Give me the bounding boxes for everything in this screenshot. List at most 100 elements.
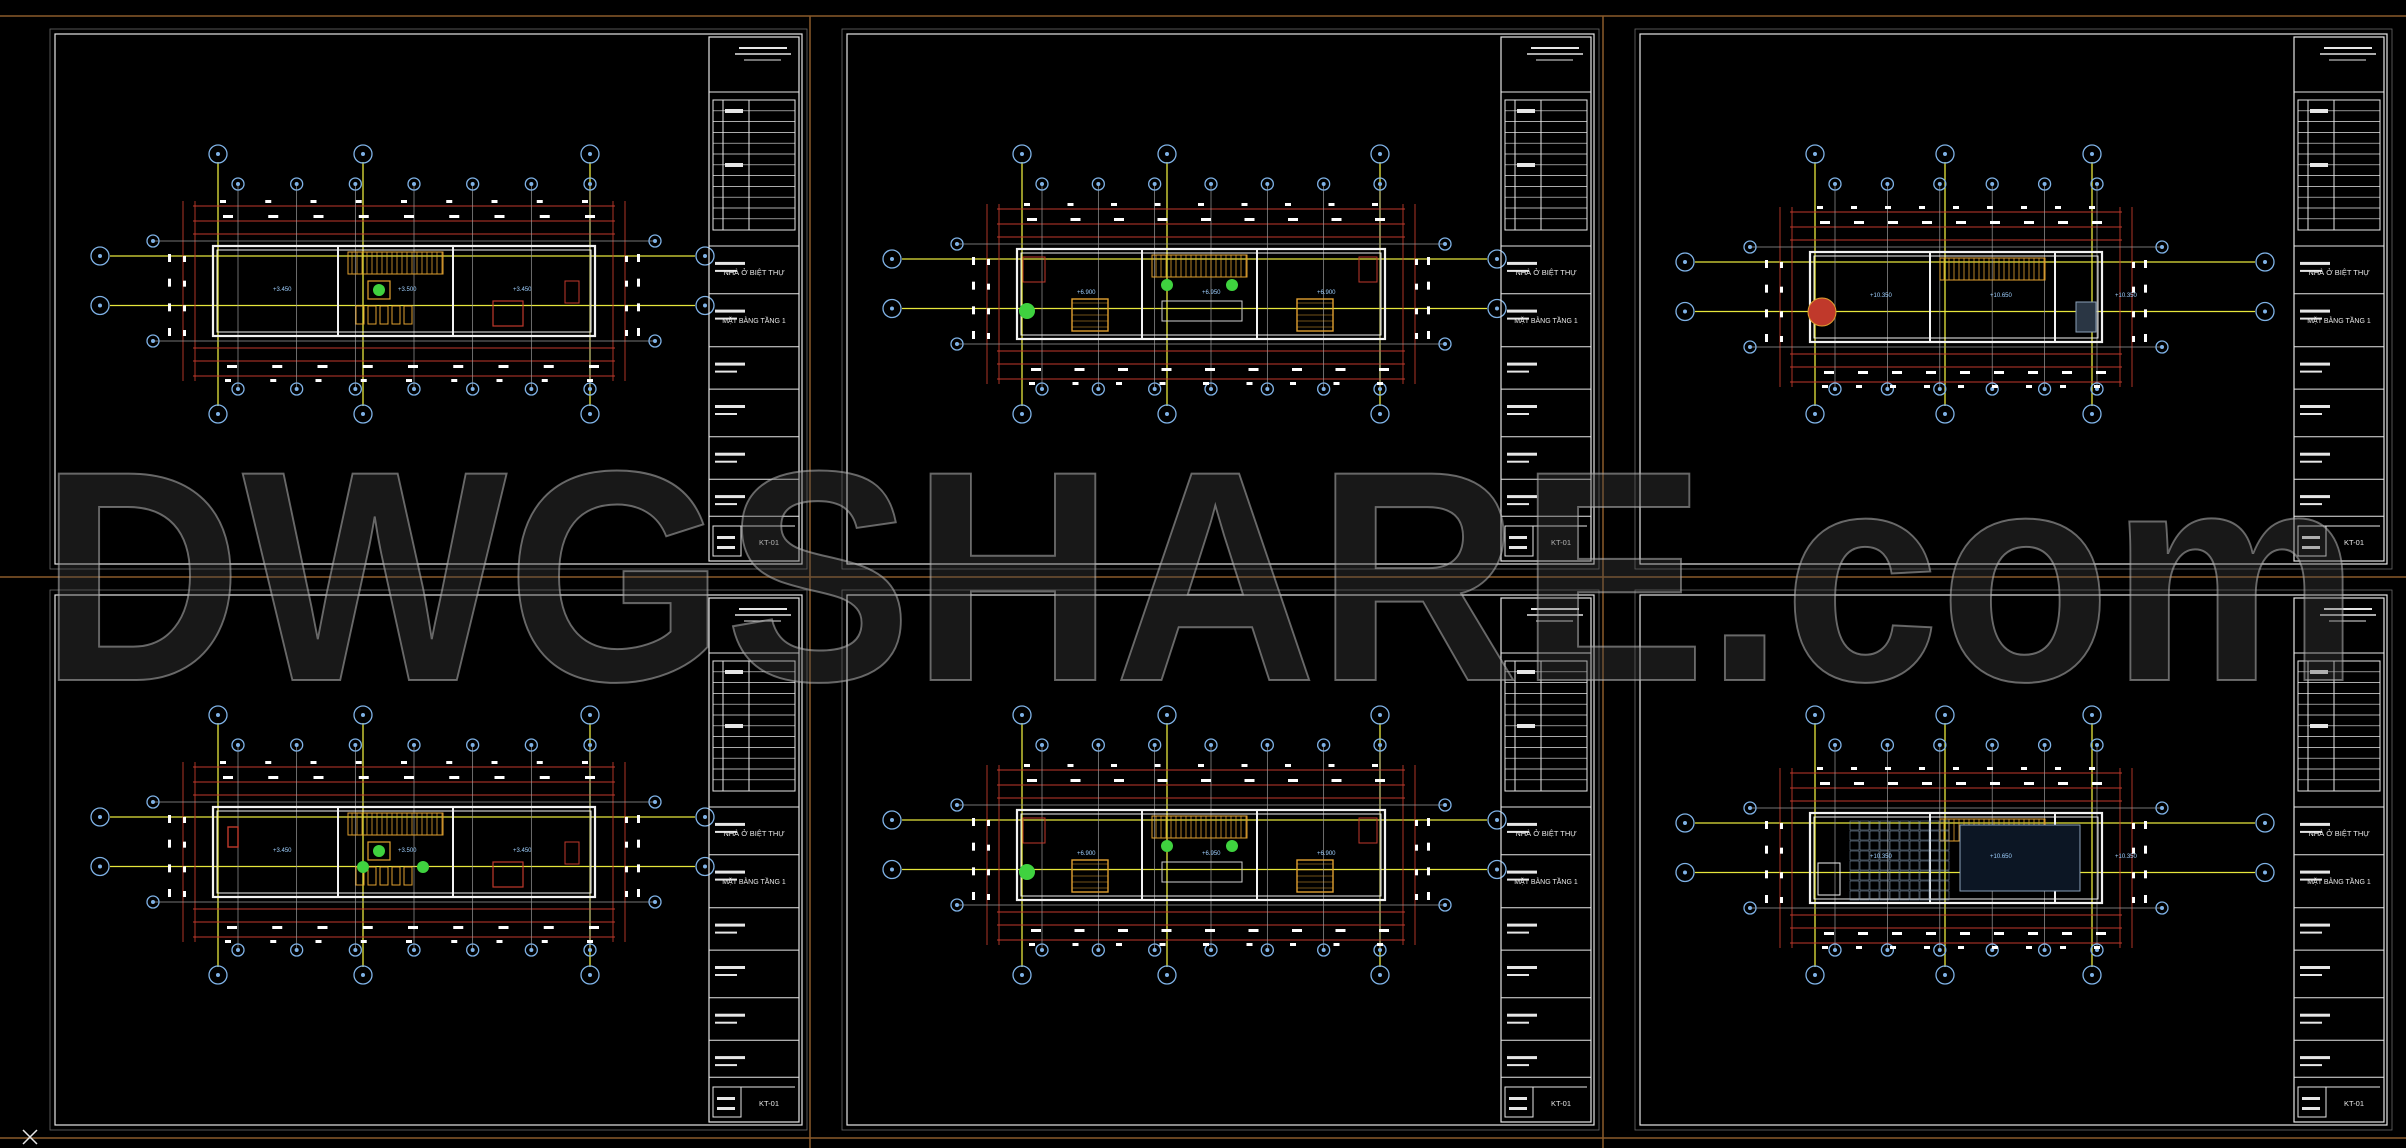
layout-border-lines xyxy=(0,15,2406,1148)
wc xyxy=(564,280,580,304)
ucs-axis-icon[interactable] xyxy=(20,1128,42,1146)
sheet-frame xyxy=(1639,33,2388,565)
grid-bubble-dot xyxy=(1683,309,1687,314)
dimension-text xyxy=(1427,281,1430,290)
dimension-text xyxy=(1924,946,1930,949)
grid-bubble xyxy=(2037,738,2052,752)
tile xyxy=(1909,820,1920,831)
title-field-text xyxy=(2300,362,2330,366)
grid-bubble xyxy=(695,246,715,266)
dimension-text xyxy=(972,818,975,826)
tile xyxy=(1929,880,1940,891)
grid-bubble-dot xyxy=(1885,182,1890,186)
tile xyxy=(1859,840,1870,851)
grid-bubble xyxy=(648,334,662,348)
grid-bubble xyxy=(2155,340,2169,354)
dimension-text xyxy=(225,379,231,382)
dimension-text xyxy=(491,761,498,764)
tile xyxy=(1889,830,1900,841)
dimension-text xyxy=(2132,872,2135,879)
dimension-text xyxy=(2132,262,2135,268)
dimension-text xyxy=(1198,203,1204,206)
sheet-stamp xyxy=(712,525,742,557)
dimension-text xyxy=(1992,385,1998,388)
grid-bubble xyxy=(466,382,480,396)
dimension-text xyxy=(972,257,975,265)
tile xyxy=(1889,880,1900,891)
grid-bubble-dot xyxy=(294,948,299,952)
project-label: NHÀ Ở BIỆT THỰ xyxy=(1515,829,1577,838)
grid-bubble xyxy=(1204,943,1218,957)
grid-bubble xyxy=(1743,901,1757,915)
grid-bubble xyxy=(2090,382,2104,396)
dimension-text xyxy=(1201,779,1211,782)
dimension-text xyxy=(1157,779,1168,782)
grid-bubble xyxy=(1204,738,1218,752)
interior-wall-line xyxy=(1020,813,1382,897)
grid-bubble-dot xyxy=(2263,309,2267,314)
title-field-text xyxy=(1507,1056,1537,1060)
dimension-text xyxy=(1201,218,1211,221)
tile xyxy=(1889,860,1900,871)
grid-bubble xyxy=(1204,177,1218,191)
dimension-text xyxy=(625,866,628,873)
grid-bubble xyxy=(208,404,228,424)
grid-bubble-dot xyxy=(1321,182,1326,186)
title-field-text xyxy=(1507,503,1529,506)
dimension-text xyxy=(313,215,324,218)
grid-bubble xyxy=(407,943,421,957)
grid-bubble xyxy=(583,382,597,396)
dimension-text xyxy=(1854,221,1864,224)
stamp-text xyxy=(1509,1107,1527,1110)
dimension-text xyxy=(1960,371,1970,374)
grid-bubble-dot xyxy=(353,743,358,747)
tile xyxy=(1939,840,1950,851)
dimension-text xyxy=(498,926,509,929)
dimension-text xyxy=(1780,336,1783,342)
level-label: +10.650 xyxy=(1990,854,2013,860)
dimension-text xyxy=(1765,895,1768,903)
dimension-text xyxy=(637,889,640,897)
dimension-text xyxy=(2055,206,2061,209)
grid-bubble xyxy=(1828,738,1842,752)
plant xyxy=(417,861,429,873)
grid-bubble-dot xyxy=(1813,973,1817,977)
dimension-text xyxy=(2094,385,2100,388)
grid-bubble xyxy=(1805,144,1825,164)
title-block-frame xyxy=(1500,597,1592,1123)
stair xyxy=(347,251,444,275)
grid-bubble xyxy=(1487,249,1507,269)
dimension-text xyxy=(539,215,550,218)
grid-bubble xyxy=(695,295,715,316)
grid-bubble xyxy=(146,795,160,809)
tile xyxy=(1929,890,1940,901)
grid-bubble-dot xyxy=(353,948,358,952)
tile xyxy=(1909,830,1920,841)
dimension-text xyxy=(2024,782,2034,785)
grid-bubble-dot xyxy=(2263,821,2267,825)
dimension-text xyxy=(972,281,975,290)
tile xyxy=(1939,830,1950,841)
grid-bubble xyxy=(290,943,304,957)
floor-plan: +6.900+6.950+6.900 xyxy=(882,705,1507,985)
grid-bubble xyxy=(1933,738,1947,752)
wc xyxy=(1022,256,1046,283)
dimension-text xyxy=(270,940,277,943)
dimension-text xyxy=(317,926,328,929)
grid-bubble-dot xyxy=(1683,821,1687,825)
grid-bubble-dot xyxy=(1683,870,1687,875)
tile xyxy=(1849,840,1860,851)
grid-bubble-dot xyxy=(529,743,534,747)
grid-bubble-dot xyxy=(703,303,707,308)
dimension-text xyxy=(541,379,548,382)
title-field-text xyxy=(715,870,745,874)
grid-bubble-dot xyxy=(361,713,365,717)
grid-bubble-dot xyxy=(1165,152,1169,156)
dimension-text xyxy=(1290,943,1296,946)
dimension-text xyxy=(183,330,186,336)
grid-bubble xyxy=(1487,859,1507,880)
